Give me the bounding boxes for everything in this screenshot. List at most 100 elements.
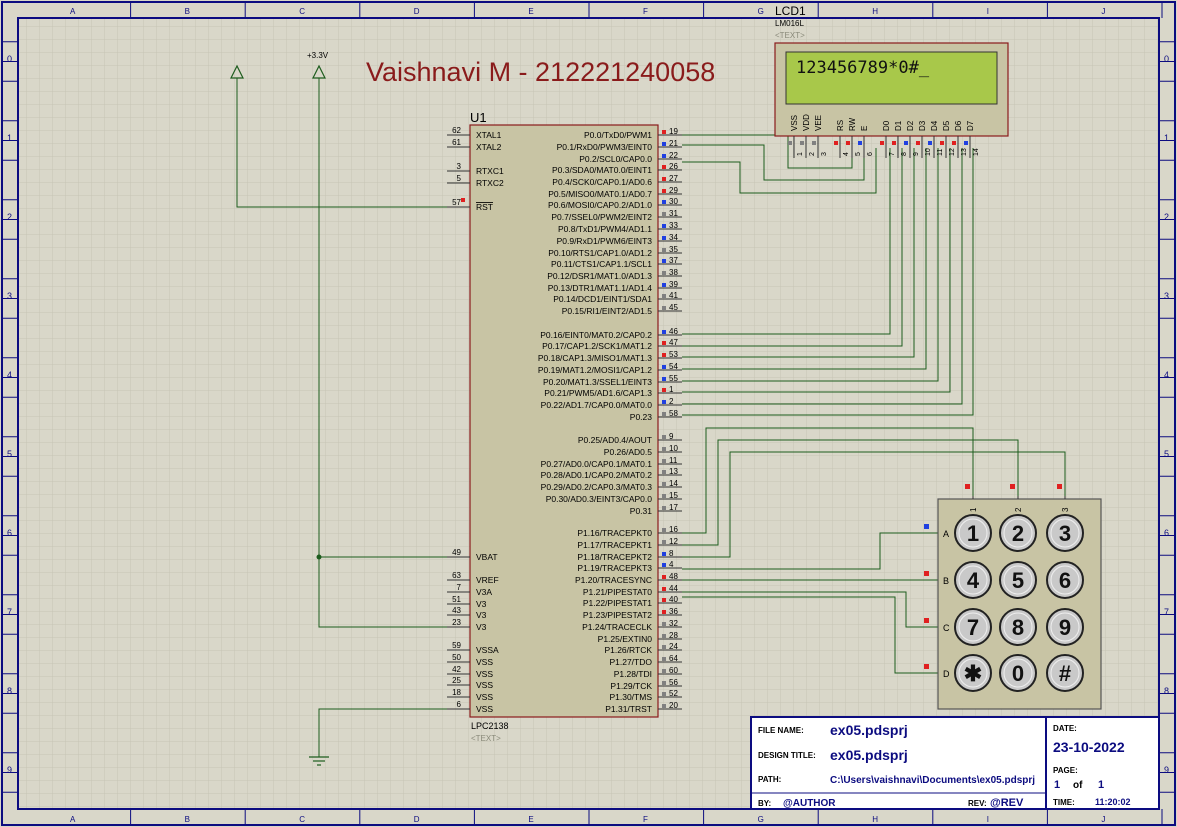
lcd-text-placeholder: <TEXT>: [775, 31, 805, 40]
lcd-pin-name: D1: [894, 120, 903, 131]
mcu-pin-name: P1.21/PIPESTAT0: [583, 587, 652, 597]
mcu-pin-state: [662, 177, 666, 181]
mcu-text-placeholder: <TEXT>: [471, 734, 501, 743]
lcd-pin-number: 6: [867, 152, 874, 156]
keypad-key-label: 3: [1059, 521, 1071, 546]
mcu-pin-number: 16: [669, 525, 678, 534]
mcu-pin-name: P0.6/MOSI0/CAP0.2/AD1.0: [548, 200, 652, 210]
mcu-pin-name: P0.8/TxD1/PWM4/AD1.1: [558, 224, 652, 234]
mcu-pin-state: [662, 130, 666, 134]
mcu-pin-name: P1.18/TRACEPKT2: [577, 552, 652, 562]
lcd-part: LM016L: [775, 19, 804, 28]
lcd-lm016l[interactable]: LCD1 LM016L <TEXT> 123456789*0#_ VSS1VDD…: [774, 4, 1009, 158]
keypad-key-button[interactable]: [954, 608, 992, 646]
rev-label: REV:: [968, 799, 987, 808]
keypad-key-button[interactable]: [954, 514, 992, 552]
keypad-key[interactable]: 6: [1046, 561, 1084, 599]
lcd-pin-number: 4: [843, 152, 850, 156]
keypad-key[interactable]: #: [1046, 654, 1084, 692]
mcu-pin-name: P0.25/AD0.4/AOUT: [578, 435, 652, 445]
lcd-pin-name: VEE: [814, 115, 823, 131]
mcu-pin-state: [662, 692, 666, 696]
mcu-pin-name: VREF: [476, 575, 499, 585]
keypad-key[interactable]: 9: [1046, 608, 1084, 646]
lcd-pin-state: [964, 141, 968, 145]
column-marker-bottom: I: [987, 815, 989, 824]
keypad-key[interactable]: 7: [954, 608, 992, 646]
ground-symbol: [309, 756, 329, 766]
mcu-pin-number: 51: [452, 595, 461, 604]
lcd-pin-state: [880, 141, 884, 145]
lcd-pin-number: 14: [973, 148, 980, 156]
keypad-key[interactable]: 1: [954, 514, 992, 552]
mcu-ref: U1: [470, 110, 487, 125]
keypad-key[interactable]: 8: [999, 608, 1037, 646]
mcu-pin-number: 63: [452, 571, 461, 580]
row-marker: 9: [7, 765, 12, 775]
column-marker: E: [528, 7, 533, 16]
keypad-key[interactable]: 3: [1046, 514, 1084, 552]
mcu-pin-state: [662, 294, 666, 298]
keypad-key-label: #: [1059, 661, 1071, 686]
mcu-pin-name: VSS: [476, 669, 493, 679]
keypad-row-state: [924, 571, 929, 576]
mcu-pin-name: P0.11/CTS1/CAP1.1/SCL1: [551, 259, 652, 269]
lcd-pin-name: RS: [836, 120, 845, 131]
mcu-pin-state: [662, 283, 666, 287]
mcu-pin-number: 28: [669, 631, 678, 640]
keypad-key-button[interactable]: [999, 608, 1037, 646]
keypad-key-button[interactable]: [954, 561, 992, 599]
power-terminal-left: [230, 64, 244, 79]
keypad-key-button[interactable]: [1046, 654, 1084, 692]
keypad-key-label: 4: [967, 568, 980, 593]
mcu-pin-name: P0.23: [630, 412, 652, 422]
mcu-pin-name: P0.15/RI1/EINT2/AD1.5: [562, 306, 653, 316]
keypad-key[interactable]: 2: [999, 514, 1037, 552]
keypad-key-button[interactable]: [999, 561, 1037, 599]
mcu-pin-state: [662, 681, 666, 685]
mcu-pin-number: 29: [669, 186, 678, 195]
mcu-pin-name: RTXC1: [476, 166, 504, 176]
mcu-pin-state: [662, 634, 666, 638]
keypad-key[interactable]: 5: [999, 561, 1037, 599]
keypad-row-state: [924, 524, 929, 529]
keypad-key-button[interactable]: [999, 654, 1037, 692]
lcd-pin-number: 12: [949, 148, 956, 156]
lcd-pin-name: D2: [906, 120, 915, 131]
mcu-pin-name: V3: [476, 610, 487, 620]
page-of-label: of: [1073, 780, 1083, 791]
mcu-pin-name: P1.23/PIPESTAT2: [583, 610, 652, 620]
keypad-col-state: [1010, 484, 1015, 489]
mcu-pin-name: P0.19/MAT1.2/MOSI1/CAP1.2: [538, 365, 652, 375]
mcu-pin-number: 9: [669, 432, 674, 441]
mcu-pin-state: [662, 645, 666, 649]
keypad-key-button[interactable]: [1046, 608, 1084, 646]
keypad-key[interactable]: 0: [999, 654, 1037, 692]
keypad-key[interactable]: ✱: [954, 654, 992, 692]
power-label: +3.3V: [307, 51, 329, 60]
mcu-pin-name: V3: [476, 599, 487, 609]
mcu-pin-number: 44: [669, 584, 678, 593]
keypad-key-button[interactable]: [954, 654, 992, 692]
mcu-pin-number: 61: [452, 138, 461, 147]
lcd-pin-state: [892, 141, 896, 145]
mcu-pin-state: [662, 388, 666, 392]
mcu-pin-number: 19: [669, 127, 678, 136]
file-name-value: ex05.pdsprj: [830, 722, 908, 738]
keypad-key-button[interactable]: [1046, 561, 1084, 599]
mcu-pin-name: P1.31/TRST: [605, 704, 652, 714]
mcu-pin-number: 13: [669, 467, 678, 476]
mcu-pin-number: 14: [669, 479, 678, 488]
keypad-key-button[interactable]: [999, 514, 1037, 552]
keypad-key-button[interactable]: [1046, 514, 1084, 552]
mcu-pin-name: P1.25/EXTIN0: [598, 634, 653, 644]
mcu-pin-name: P0.17/CAP1.2/SCK1/MAT1.2: [542, 341, 652, 351]
lcd-pin-name: D0: [882, 120, 891, 131]
mcu-pin-state: [662, 528, 666, 532]
keypad-col-state: [965, 484, 970, 489]
keypad-key[interactable]: 4: [954, 561, 992, 599]
by-label: BY:: [758, 799, 771, 808]
